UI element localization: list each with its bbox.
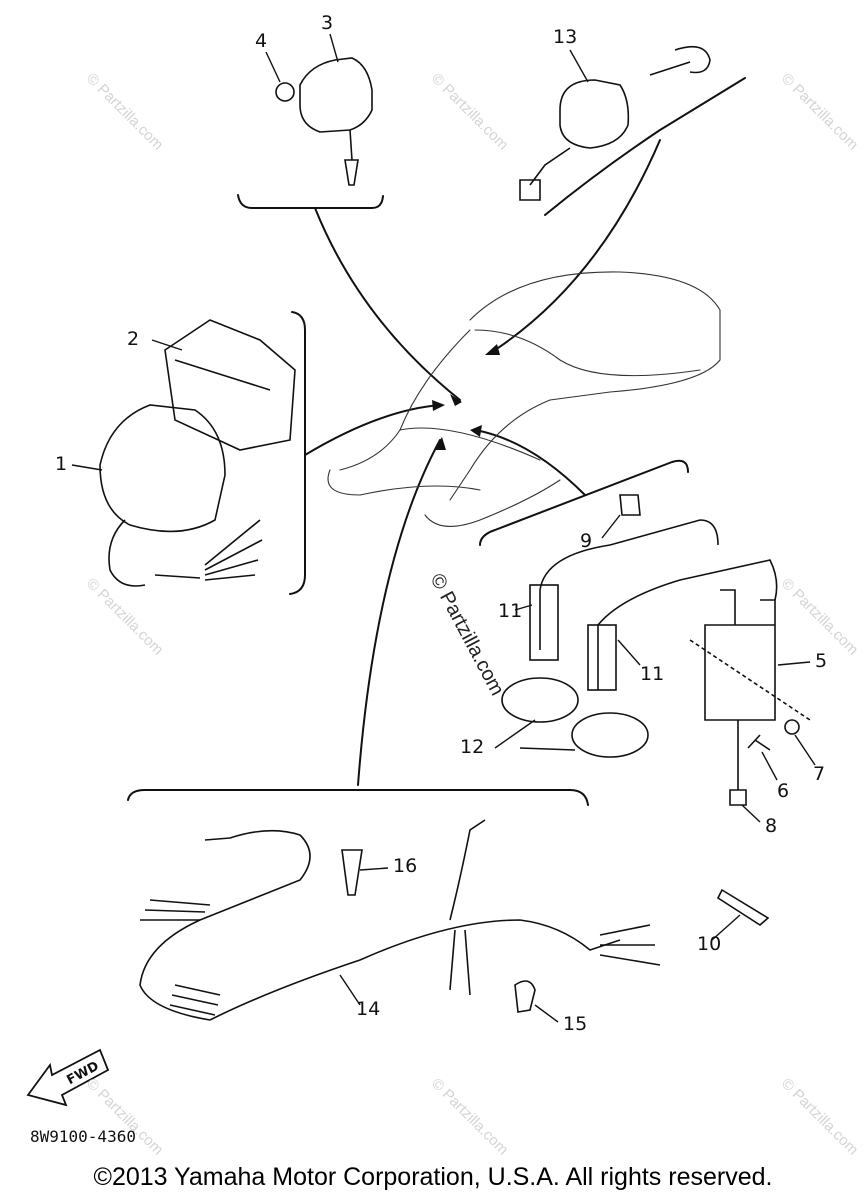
callout-12: 12 (460, 736, 485, 758)
part-1-wires (154, 519, 263, 581)
part-13-key (649, 45, 711, 76)
diagram-code: 8W9100-4360 (30, 1127, 136, 1146)
leader-callout-6 (761, 751, 778, 781)
part-13-lead (519, 147, 571, 201)
leader-callout-5 (777, 661, 811, 666)
callout-1: 1 (55, 453, 68, 475)
bracket-mid-right (479, 459, 689, 546)
part-14-branch-2 (449, 929, 471, 996)
part-14-harness-main (209, 919, 621, 1021)
seat-line (474, 329, 701, 377)
leader-top-left (314, 207, 461, 401)
part-15-clamp (514, 980, 536, 1013)
fwd-arrow-shape (26, 1048, 110, 1107)
part-11-cap-a (529, 584, 559, 661)
callout-6: 6 (777, 780, 790, 802)
leader-callout-2 (151, 339, 183, 351)
bracket-bottom (127, 789, 589, 806)
part-5-coil (704, 589, 776, 721)
leader-callout-16 (359, 867, 389, 871)
frame-line-4 (424, 479, 561, 527)
part-7-washer (784, 719, 800, 735)
callout-7: 7 (813, 763, 826, 785)
part-14-right-wires (599, 924, 661, 966)
leader-callout-12b (519, 747, 576, 751)
copyright-notice: ©2013 Yamaha Motor Corporation, U.S.A. A… (93, 1163, 773, 1191)
leader-callout-15 (534, 1004, 559, 1023)
leader-callout-11b (617, 639, 641, 666)
callout-8: 8 (765, 815, 778, 837)
leader-callout-4 (265, 51, 281, 83)
callout-3: 3 (321, 12, 334, 34)
callout-15: 15 (563, 1013, 588, 1035)
arrowhead-2 (485, 344, 500, 355)
arrowhead-1 (450, 394, 462, 406)
leader-callout-3 (329, 33, 339, 63)
seat-outline (449, 271, 721, 501)
leader-callout-14 (339, 974, 361, 1006)
part-8-lead (729, 720, 747, 806)
callout-11a: 11 (498, 600, 523, 622)
callout-9: 9 (580, 530, 593, 552)
callout-13: 13 (553, 26, 578, 48)
leader-callout-1 (71, 464, 103, 471)
leader-callout-11a (514, 604, 533, 611)
part-14-left-wires (140, 899, 221, 1016)
part-3-lead (344, 129, 359, 186)
callout-10: 10 (697, 933, 722, 955)
callout-14: 14 (356, 998, 381, 1020)
part-11-lead-b (597, 559, 778, 690)
leader-callout-7 (794, 734, 816, 766)
part-14-branch (449, 819, 486, 921)
arrowhead-4 (470, 425, 482, 437)
part-14-harness (139, 829, 311, 1021)
part-2-cover (164, 319, 296, 451)
frame-line-3 (327, 469, 481, 496)
callout-4: 4 (255, 30, 268, 52)
part-11-lead-a (539, 519, 719, 650)
frame-line-2 (399, 427, 541, 461)
callout-16: 16 (393, 855, 418, 877)
leader-callout-9 (601, 514, 621, 539)
part-13-body (559, 79, 630, 149)
part-4-nut (275, 82, 295, 102)
leader-bottom (357, 439, 441, 786)
leader-callout-10 (711, 914, 741, 941)
part-1-unit (99, 404, 226, 533)
part-6-bolt (747, 734, 771, 751)
part-11-cap-b (587, 624, 617, 691)
callout-5: 5 (815, 650, 828, 672)
bracket-top-right (544, 77, 746, 216)
leader-top-right (494, 139, 661, 351)
leader-callout-12a (494, 719, 536, 749)
leader-callout-13 (569, 49, 589, 83)
part-3-body (299, 57, 373, 133)
part-1-lead (108, 519, 146, 587)
arrowhead-3 (432, 400, 445, 411)
bracket-left (289, 311, 306, 595)
part-12-cap-a (501, 677, 579, 723)
frame-line-1 (339, 329, 471, 471)
part-12-cap-b (571, 712, 649, 758)
arrowhead-5 (434, 437, 446, 450)
callout-11b: 11 (640, 663, 665, 685)
leader-callout-8 (741, 804, 761, 823)
part-16-clip (341, 849, 363, 896)
leader-mid-right (474, 429, 586, 496)
part-5-plate-dash (689, 639, 811, 721)
part-9-clamp (619, 494, 641, 516)
callout-2: 2 (127, 328, 140, 350)
bracket-top-left (237, 194, 384, 209)
part-10-band (716, 888, 770, 926)
leader-left (304, 404, 441, 456)
